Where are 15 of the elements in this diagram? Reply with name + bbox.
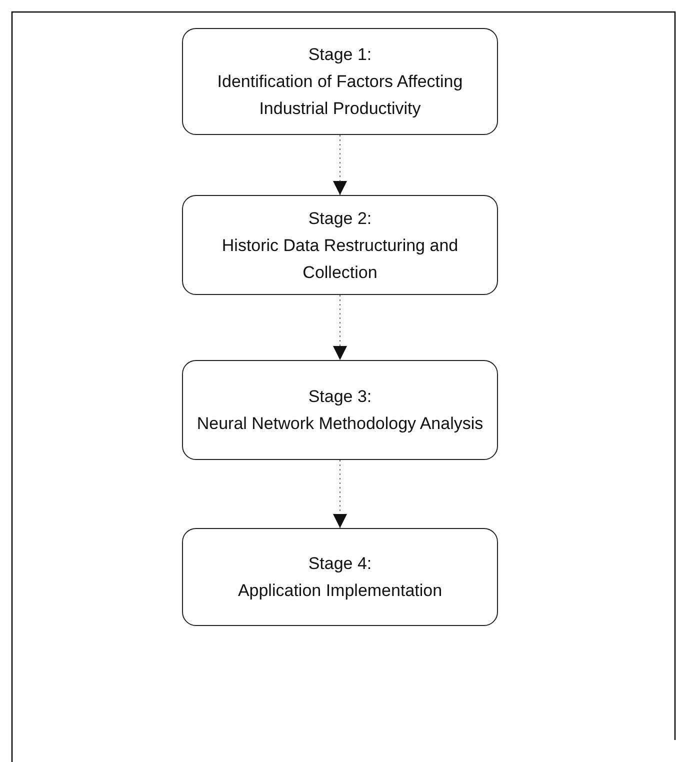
stage-box [182, 28, 498, 135]
arrow [333, 460, 347, 528]
stage-description: Identification of Factors Affecting Industrial Productivity [216, 71, 464, 120]
stage-description: Neural Network Methodology Analysis [196, 413, 484, 435]
stage-box [182, 195, 498, 295]
stage-heading: Stage 3: [308, 386, 372, 408]
stage-box [182, 360, 498, 460]
stage-box [182, 528, 498, 626]
stage-heading: Stage 4: [308, 553, 372, 575]
arrow [333, 134, 347, 196]
stage-description: Application Implementation [238, 580, 442, 602]
stage-description: Historic Data Restructuring and Collection [220, 234, 460, 284]
arrow [333, 294, 347, 360]
stage-heading: Stage 2: [308, 208, 372, 230]
stage-heading: Stage 1: [308, 44, 372, 66]
